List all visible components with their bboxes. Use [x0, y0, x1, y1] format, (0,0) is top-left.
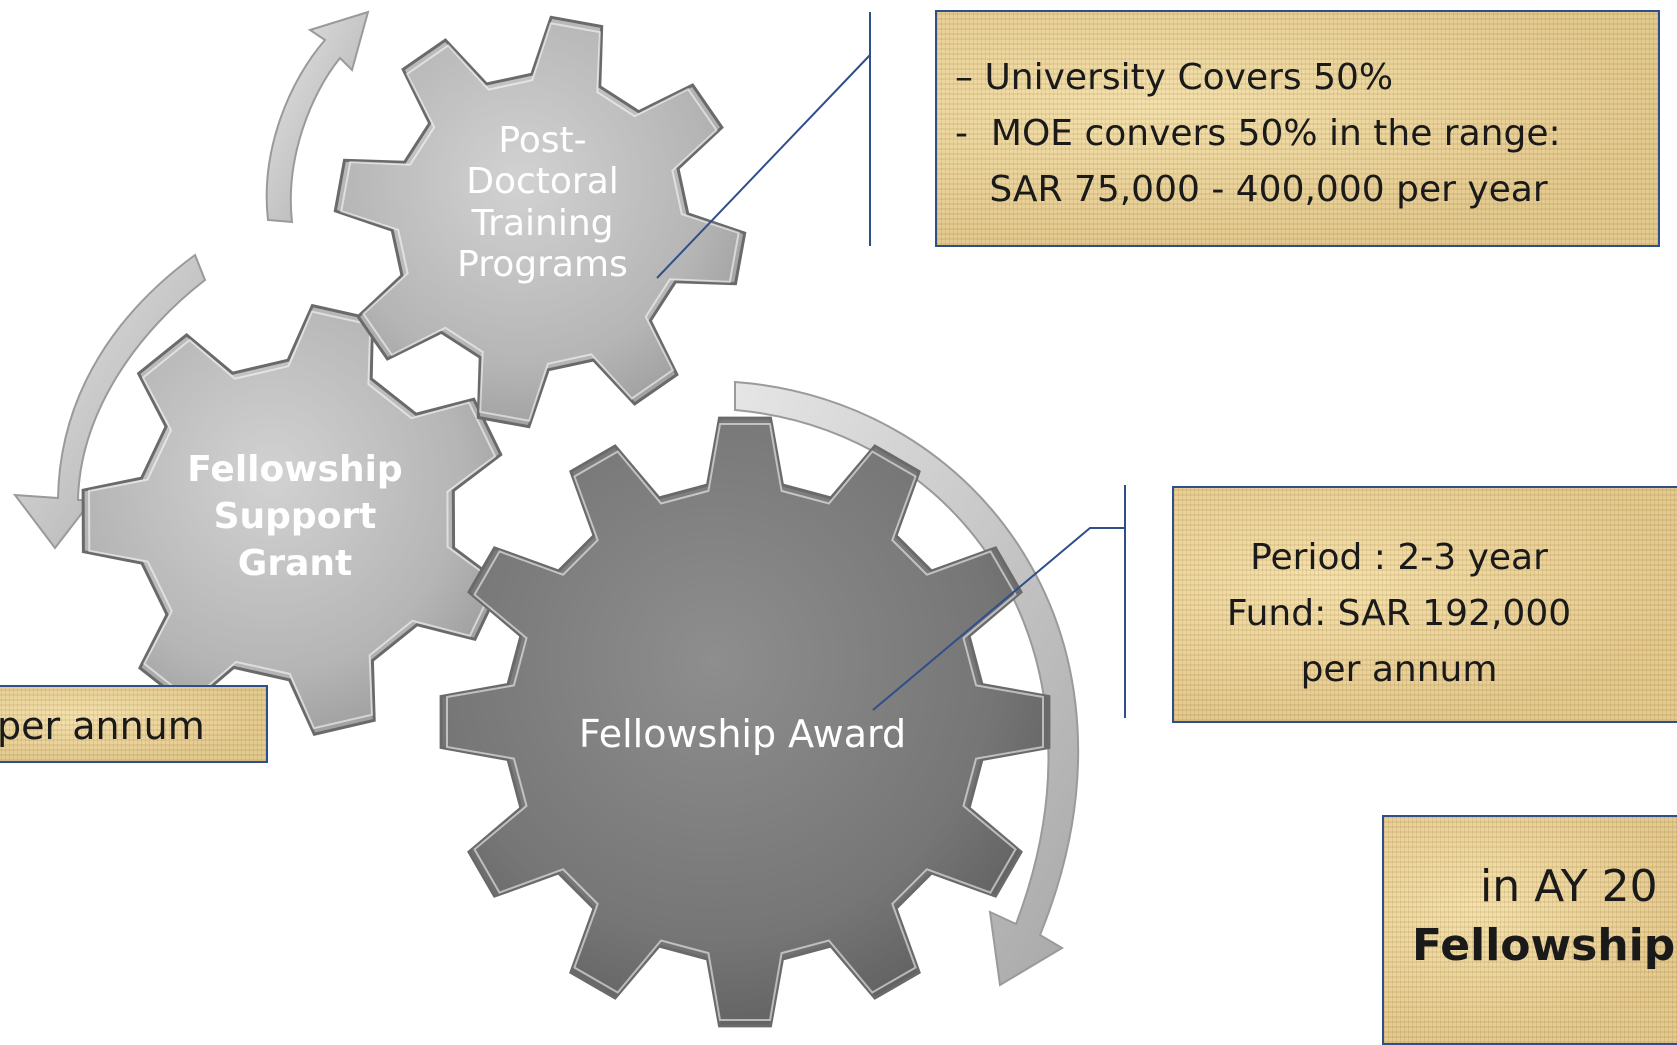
callout-line: Fund: SAR 192,000 — [1226, 592, 1572, 634]
gear-highlight — [446, 423, 1044, 1021]
gear-postdoc — [333, 15, 747, 429]
gear-label-line: Training — [471, 202, 614, 244]
gear-label-support-grant: Fellowship Support Grant — [175, 447, 415, 587]
gear-label-award: Fellowship Award — [560, 712, 925, 757]
gear-award — [439, 416, 1051, 1028]
callout-line: – University Covers 50% — [955, 57, 1394, 98]
cycle-arrow-left — [12, 253, 207, 550]
gear-label-line: Doctoral — [466, 161, 619, 203]
cycle-arrow-top — [265, 10, 370, 224]
gear-label-line: Support — [213, 495, 377, 537]
callout-line: SAR 75,000 - 400,000 per year — [955, 168, 1548, 210]
callout-line: - MOE convers 50% in the range: — [955, 112, 1561, 154]
gear-body — [81, 303, 504, 736]
callout-note: in AY 20 Fellowship — [1382, 815, 1677, 1045]
callout-line: Period : 2-3 year — [1250, 537, 1548, 578]
callout-line: Fellowship — [1412, 920, 1676, 972]
gear-body — [333, 15, 747, 429]
gear-label-line: Post- — [498, 120, 587, 161]
gear-label-postdoc: Post- Doctoral Training Programs — [430, 120, 655, 286]
gear-support-grant — [81, 303, 504, 736]
gear-body — [439, 416, 1051, 1028]
connector-postdoc — [656, 54, 871, 279]
connector-award — [872, 527, 1125, 711]
callout-award: Period : 2-3 year Fund: SAR 192,000 per … — [1172, 486, 1677, 723]
gear-label-text: Fellowship Award — [578, 712, 907, 756]
gear-label-line: Programs — [457, 244, 628, 286]
gear-label-line: Fellowship — [187, 449, 403, 490]
cycle-arrow-right — [734, 380, 1079, 987]
gear-highlight — [340, 22, 740, 422]
gear-label-line: Grant — [237, 542, 353, 584]
callout-line: per annum — [0, 704, 205, 748]
callout-line: in AY 20 — [1480, 861, 1658, 912]
callout-postdoc: – University Covers 50% - MOE convers 50… — [935, 10, 1660, 247]
callout-support-grant: per annum — [0, 685, 268, 763]
gear-highlight — [87, 310, 497, 730]
callout-line: per annum — [1300, 648, 1498, 690]
